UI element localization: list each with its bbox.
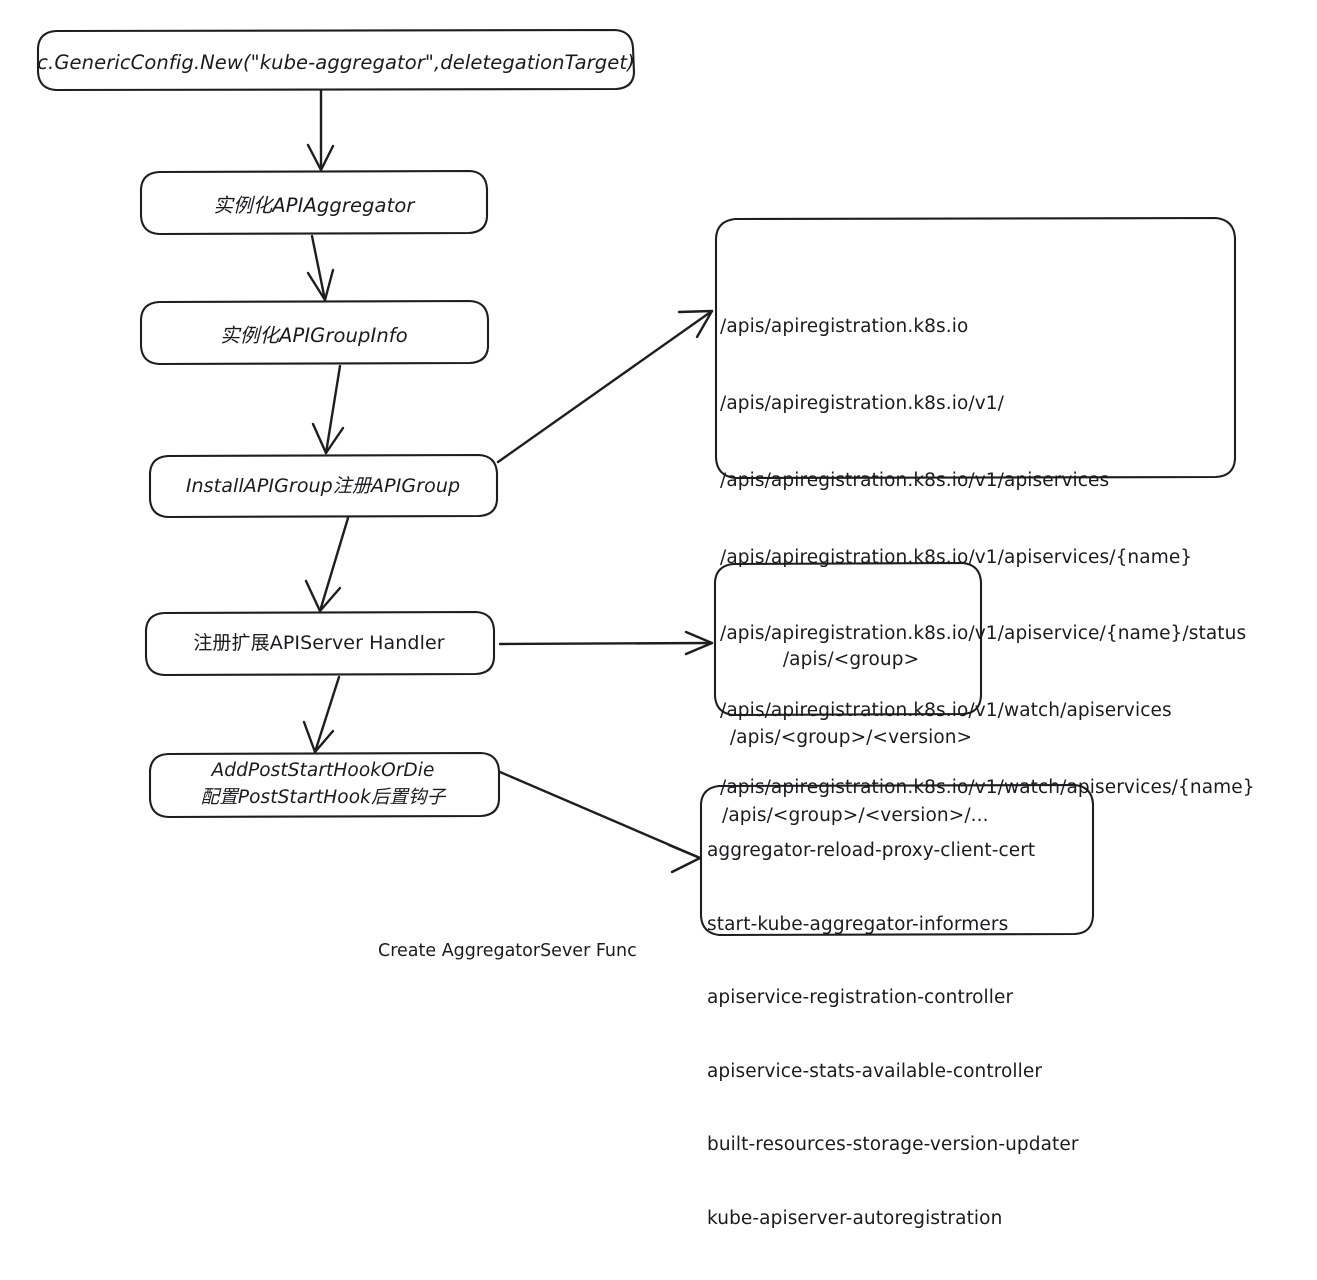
apiregistration-path-line: /apis/apiregistration.k8s.io/v1/watch/ap… — [720, 776, 1255, 798]
node-group-paths-label: /apis/<group> /apis/<group>/<version> /a… — [722, 595, 989, 826]
flowchart-text-layer: c.GenericConfig.New("kube-aggregator",de… — [37, 50, 1255, 1229]
node-install-api-group-label: InstallAPIGroup注册APIGroup — [185, 474, 461, 497]
apiregistration-path-line: /apis/apiregistration.k8s.io/v1/apiservi… — [720, 469, 1110, 491]
group-path-line: /apis/<group>/<version> — [729, 727, 973, 748]
post-start-hook-line: apiservice-registration-controller — [707, 987, 1014, 1008]
post-start-hook-line: built-resources-storage-version-updater — [707, 1134, 1079, 1155]
post-start-hook-line: aggregator-reload-proxy-client-cert — [707, 840, 1036, 861]
diagram-caption: Create AggregatorSever Func — [378, 941, 637, 961]
node-api-aggregator-label: 实例化APIAggregator — [213, 193, 415, 217]
apiregistration-path-line: /apis/apiregistration.k8s.io/v1/apiservi… — [720, 546, 1193, 568]
post-start-hook-line: apiservice-stats-available-controller — [707, 1060, 1043, 1082]
flowchart-canvas: c.GenericConfig.New("kube-aggregator",de… — [36, 28, 1255, 1229]
apiregistration-path-line: /apis/apiregistration.k8s.io/v1/apiservi… — [720, 623, 1247, 645]
apiregistration-path-line: /apis/apiregistration.k8s.io — [720, 316, 969, 338]
node-api-group-info-label: 实例化APIGroupInfo — [220, 323, 408, 347]
post-start-hook-line: start-kube-aggregator-informers — [707, 913, 1009, 935]
node-register-handler-label: 注册扩展APIServer Handler — [193, 631, 445, 654]
node-post-start-hook-line-2: 配置PostStartHook后置钩子 — [200, 787, 446, 808]
node-post-start-hook-line-1: AddPostStartHookOrDie — [211, 760, 435, 781]
apiregistration-path-line: /apis/apiregistration.k8s.io/v1/watch/ap… — [720, 700, 1172, 722]
group-path-line: /apis/<group>/<version>/... — [722, 805, 989, 826]
node-generic-config-label: c.GenericConfig.New("kube-aggregator",de… — [37, 50, 635, 74]
node-apiregistration-paths-label: /apis/apiregistration.k8s.io /apis/apire… — [720, 263, 1255, 798]
apiregistration-path-line: /apis/apiregistration.k8s.io/v1/ — [720, 392, 1005, 414]
node-post-start-hook-label: AddPostStartHookOrDie 配置PostStartHook后置钩… — [150, 753, 496, 815]
group-path-line: /apis/<group> — [782, 649, 920, 670]
node-post-start-hooks-label: aggregator-reload-proxy-client-cert star… — [707, 790, 1087, 1229]
post-start-hook-line: kube-apiserver-autoregistration — [707, 1207, 1003, 1229]
